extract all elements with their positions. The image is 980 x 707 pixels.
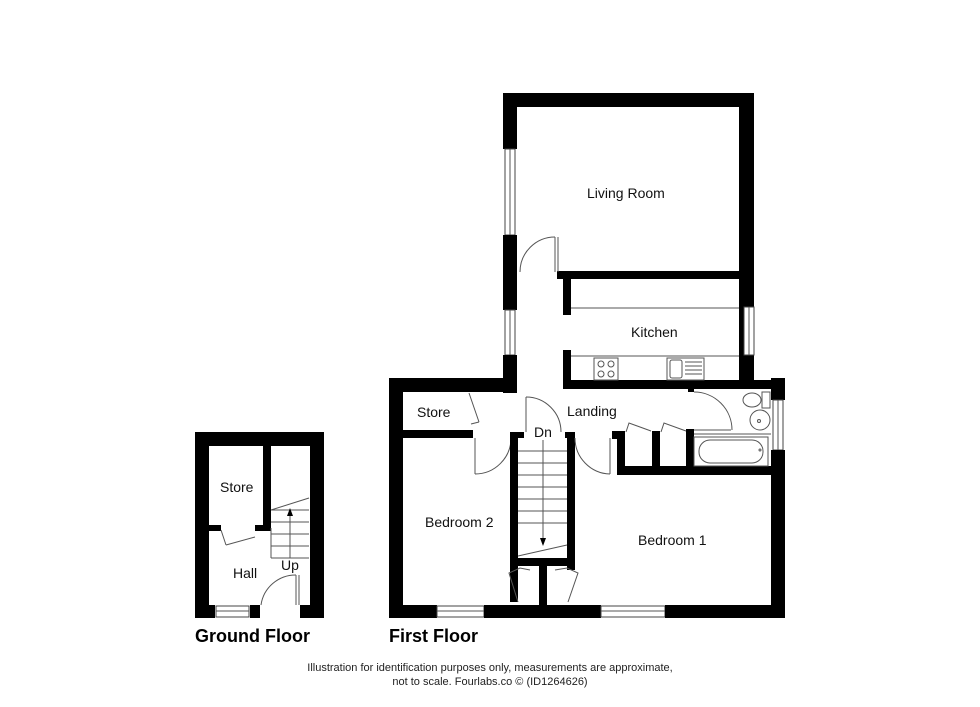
hob-icon	[593, 357, 619, 381]
room-label-store: Store	[417, 404, 451, 420]
room-label-hall: Hall	[233, 565, 257, 581]
bath-icon	[693, 436, 769, 467]
front-door	[260, 574, 300, 606]
disclaimer-line-1: Illustration for identification purposes…	[307, 662, 673, 674]
bedroom-2-door	[474, 437, 512, 475]
room-label-living-room: Living Room	[587, 185, 665, 201]
room-label-kitchen: Kitchen	[631, 324, 678, 340]
stairs-down	[517, 440, 568, 557]
room-label-store: Store	[220, 479, 254, 495]
arrow-up-icon	[287, 508, 293, 516]
stairs-label-up: Up	[281, 557, 299, 573]
stair-door	[525, 396, 562, 433]
room-label-bedroom-2: Bedroom 2	[425, 514, 494, 530]
sink-icon	[666, 357, 705, 381]
arrow-down-icon	[540, 538, 546, 546]
bathroom-door	[693, 391, 733, 431]
living-room-door	[519, 236, 559, 273]
first-floor-plan: Living Room Kitchen Landing Store Dn Bed…	[389, 93, 785, 646]
toilet-icon	[742, 391, 771, 409]
floor-title-first: First Floor	[389, 626, 478, 646]
basin-icon	[749, 409, 771, 431]
room-label-landing: Landing	[567, 403, 617, 419]
bedroom-1-door	[574, 437, 611, 475]
room-label-bedroom-1: Bedroom 1	[638, 532, 707, 548]
disclaimer-line-2: not to scale. Fourlabs.co © (ID1264626)	[392, 676, 588, 688]
stairs-label-down: Dn	[534, 424, 552, 440]
stairs-up	[270, 497, 310, 559]
floor-title-ground: Ground Floor	[195, 626, 310, 646]
ground-floor-plan: Store Hall Up Ground Floor	[195, 432, 324, 646]
